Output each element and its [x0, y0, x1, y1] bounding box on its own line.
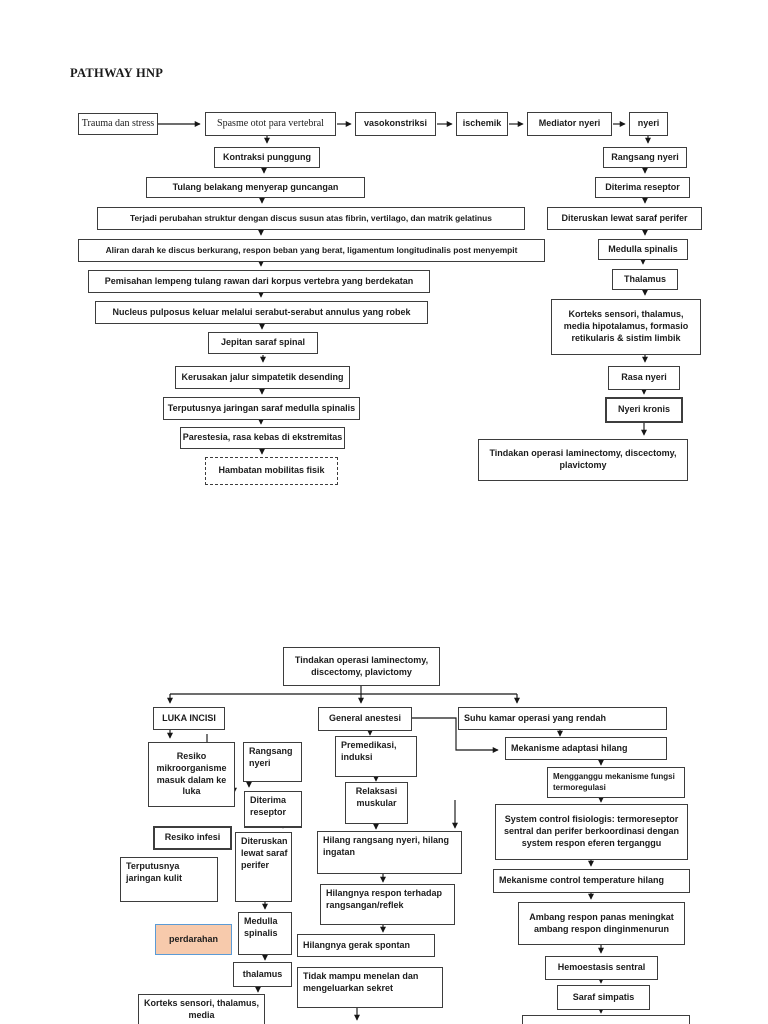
node-diteruskan-2: Diteruskan lewat saraf perifer	[235, 832, 292, 902]
node-vasokonstriksi: vasokonstriksi	[355, 112, 436, 136]
node-diteruskan-saraf-perifer: Diteruskan lewat saraf perifer	[547, 207, 702, 230]
node-korteks-sensori-2: Korteks sensori, thalamus, media	[138, 994, 265, 1024]
node-ambang-respon: Ambang respon panas meningkat ambang res…	[518, 902, 685, 945]
node-tindakan-operasi: Tindakan operasi laminectomy, discectomy…	[478, 439, 688, 481]
node-kerusakan-jalur: Kerusakan jalur simpatetik desending	[175, 366, 350, 389]
node-pemisahan-lempeng: Pemisahan lempeng tulang rawan dari korp…	[88, 270, 430, 293]
node-general-anestesi: General anestesi	[318, 707, 412, 731]
node-jepitan-saraf: Jepitan saraf spinal	[208, 332, 318, 354]
node-rangsang-nyeri-2: Rangsang nyeri	[243, 742, 302, 782]
node-trauma: Trauma dan stress	[78, 113, 158, 135]
node-hilangnya-gerak: Hilangnya gerak spontan	[297, 934, 435, 957]
node-korteks-sensori: Korteks sensori, thalamus, media hipotal…	[551, 299, 701, 355]
node-mekanisme-control: Mekanisme control temperature hilang	[493, 869, 690, 893]
node-relaksasi: Relaksasi muskular	[345, 782, 408, 824]
node-terjadi-perubahan: Terjadi perubahan struktur dengan discus…	[97, 207, 525, 230]
node-spasme-otot: Spasme otot para vertebral	[205, 112, 336, 136]
node-rangsang-nyeri: Rangsang nyeri	[603, 147, 687, 168]
node-medulla-spinalis-2: Medulla spinalis	[238, 912, 292, 955]
node-premedikasi: Premedikasi, induksi	[335, 736, 417, 777]
node-terputusnya-kulit: Terputusnya jaringan kulit	[120, 857, 218, 902]
node-ischemik: ischemik	[456, 112, 508, 136]
node-nucleus-pulposus: Nucleus pulposus keluar melalui serabut-…	[95, 301, 428, 324]
node-resiko-mikroorganisme: Resiko mikroorganisme masuk dalam ke luk…	[148, 742, 235, 807]
node-hilang-rangsang: Hilang rangsang nyeri, hilang ingatan	[317, 831, 462, 874]
node-hemoestasis: Hemoestasis sentral	[545, 956, 658, 980]
node-medulla-spinalis: Medulla spinalis	[598, 239, 688, 260]
node-perdarahan: perdarahan	[155, 924, 232, 955]
node-tulang-belakang: Tulang belakang menyerap guncangan	[146, 177, 365, 198]
node-thalamus: Thalamus	[612, 269, 678, 290]
node-nyeri: nyeri	[629, 112, 668, 136]
node-mediator-nyeri: Mediator nyeri	[527, 112, 612, 136]
node-saraf-simpatis: Saraf simpatis	[557, 985, 650, 1010]
node-parestesia: Parestesia, rasa kebas di ekstremitas	[180, 427, 345, 449]
node-terputusnya-saraf: Terputusnya jaringan saraf medulla spina…	[163, 397, 360, 420]
node-suhu-kamar: Suhu kamar operasi yang rendah	[458, 707, 667, 730]
node-tidak-mampu-menelan: Tidak mampu menelan dan mengeluarkan sek…	[297, 967, 443, 1008]
node-hilangnya-respon: Hilangnya respon terhadap rangsangan/ref…	[320, 884, 455, 925]
node-aliran-darah: Aliran darah ke discus berkurang, respon…	[78, 239, 545, 262]
node-luka-incisi: LUKA INCISI	[153, 707, 225, 730]
node-mengganggu-termoregulasi: Mengganggu mekanisme fungsi termoregulas…	[547, 767, 685, 798]
node-tindakan-operasi-2: Tindakan operasi laminectomy, discectomy…	[283, 647, 440, 686]
node-thalamus-2: thalamus	[233, 962, 292, 987]
node-kontraksi-punggung: Kontraksi punggung	[214, 147, 320, 168]
node-nyeri-kronis: Nyeri kronis	[605, 397, 683, 423]
node-cutoff-box	[522, 1015, 690, 1024]
node-hambatan-mobilitas: Hambatan mobilitas fisik	[205, 457, 338, 485]
page-title: PATHWAY HNP	[70, 66, 164, 80]
node-system-control: System control fisiologis: termoreseptor…	[495, 804, 688, 860]
node-rasa-nyeri: Rasa nyeri	[608, 366, 680, 390]
node-diterima-reseptor: Diterima reseptor	[595, 177, 690, 198]
node-diterima-reseptor-2: Diterima reseptor	[244, 791, 302, 828]
node-resiko-infesi: Resiko infesi	[153, 826, 232, 850]
node-mekanisme-adaptasi: Mekanisme adaptasi hilang	[505, 737, 667, 760]
